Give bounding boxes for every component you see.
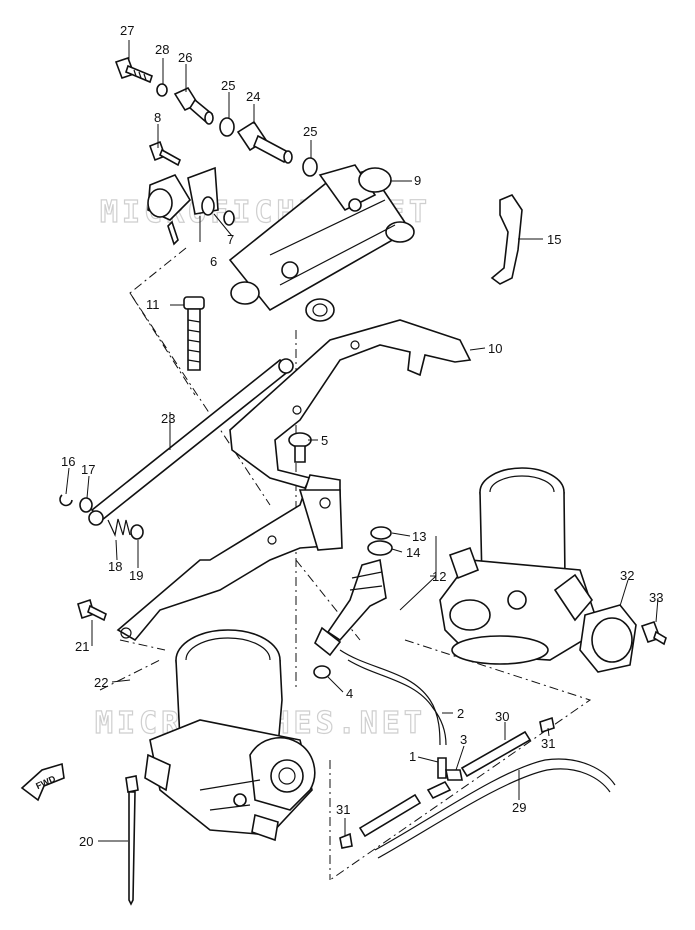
callout-16: 16 <box>61 454 75 469</box>
callout-25b: 25 <box>303 124 317 139</box>
callout-27: 27 <box>120 23 134 38</box>
throttle-body-right <box>439 467 601 665</box>
washer-25 <box>219 117 235 137</box>
callout-24: 24 <box>246 89 260 104</box>
joint-3 <box>445 769 463 781</box>
callout-28: 28 <box>155 42 169 57</box>
callout-14: 14 <box>406 545 420 560</box>
hose-segment <box>358 793 422 838</box>
fuel-delivery-pipe-9 <box>228 164 415 322</box>
callout-20: 20 <box>79 834 93 849</box>
spring-18 <box>107 518 131 537</box>
callout-5: 5 <box>321 433 328 448</box>
pressure-regulator <box>147 166 219 246</box>
bracket-15 <box>490 194 523 285</box>
bolt-27 <box>114 56 153 84</box>
washer-17 <box>79 497 93 513</box>
throttle-position-sensor-32 <box>579 604 637 673</box>
bracket-22-tab <box>298 489 343 551</box>
washer-19 <box>130 524 144 540</box>
bracket-10 <box>229 319 472 489</box>
hose-29 <box>374 758 616 851</box>
joint-1 <box>437 757 447 779</box>
washer-25b <box>302 157 318 177</box>
throttle-body-left <box>144 629 316 842</box>
callout-19: 19 <box>129 568 143 583</box>
callout-17: 17 <box>81 462 95 477</box>
leader-lines <box>65 40 659 842</box>
callout-13: 13 <box>412 529 426 544</box>
screw-33 <box>640 620 667 646</box>
washer-28 <box>156 83 168 97</box>
callout-9: 9 <box>414 173 421 188</box>
callout-26: 26 <box>178 50 192 65</box>
vacuum-hose-2 <box>339 649 441 746</box>
callout-1: 1 <box>409 749 416 764</box>
screw-5 <box>288 432 312 463</box>
callout-12: 12 <box>432 569 446 584</box>
o-ring-4 <box>313 665 331 679</box>
callout-25: 25 <box>221 78 235 93</box>
clip-16 <box>59 494 73 507</box>
callout-7: 7 <box>227 232 234 247</box>
callout-18: 18 <box>108 559 122 574</box>
cap-31-right <box>539 716 555 734</box>
joint-3b <box>426 780 452 800</box>
callout-4: 4 <box>346 686 353 701</box>
callout-3: 3 <box>460 732 467 747</box>
callout-11: 11 <box>146 297 160 312</box>
callout-31-left: 31 <box>336 802 350 817</box>
callout-10: 10 <box>488 341 502 356</box>
callout-6: 6 <box>210 254 217 269</box>
cap-31-left <box>339 832 353 849</box>
callout-21: 21 <box>75 639 89 654</box>
bracket-10-hole <box>350 340 360 350</box>
bracket-10-hole-b <box>292 405 302 415</box>
callout-31-right: 31 <box>541 736 555 751</box>
bolt-21 <box>77 598 107 622</box>
callout-22: 22 <box>94 675 108 690</box>
fwd-arrow-icon: FWD <box>20 762 65 802</box>
callout-33: 33 <box>649 590 663 605</box>
callout-8: 8 <box>154 110 161 125</box>
callout-numbers: 27 28 26 25 24 8 25 9 15 7 6 11 10 23 5 … <box>61 23 663 849</box>
callout-15: 15 <box>547 232 561 247</box>
callout-29: 29 <box>512 800 526 815</box>
o-ring-7 <box>201 196 235 226</box>
callout-30: 30 <box>495 709 509 724</box>
callout-2: 2 <box>457 706 464 721</box>
fuel-injector-12 <box>314 526 393 657</box>
fuel-connector-24 <box>236 120 293 164</box>
rod-23 <box>88 358 294 526</box>
bolt-11 <box>183 296 205 371</box>
bolt-8 <box>148 140 182 167</box>
hose-30 <box>460 730 532 778</box>
callout-23: 23 <box>161 411 175 426</box>
cable-tie-20 <box>125 775 139 906</box>
union-bolt-26 <box>173 86 214 125</box>
callout-32: 32 <box>620 568 634 583</box>
